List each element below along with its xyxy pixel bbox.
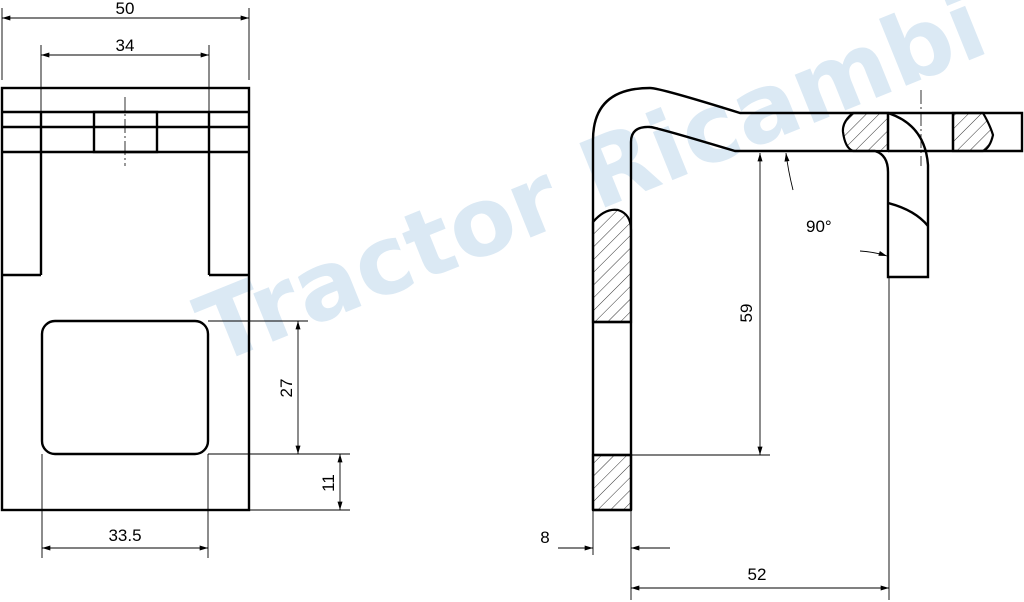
dim-8: 8 [540,528,549,547]
dim-59: 59 [737,304,756,323]
dim-50: 50 [116,0,135,18]
dim-34: 34 [116,36,135,55]
front-view: 50 34 27 11 33.5 [0,0,350,558]
watermark: Tractor Ricambi [182,0,1000,386]
dim-27: 27 [277,379,296,398]
dim-11: 11 [319,474,338,492]
window-opening [40,319,210,456]
side-view: 59 90° 8 52 [540,86,1024,600]
dim-33-5: 33.5 [108,526,141,545]
dim-angle-90: 90° [806,217,832,236]
dim-52: 52 [748,565,767,584]
